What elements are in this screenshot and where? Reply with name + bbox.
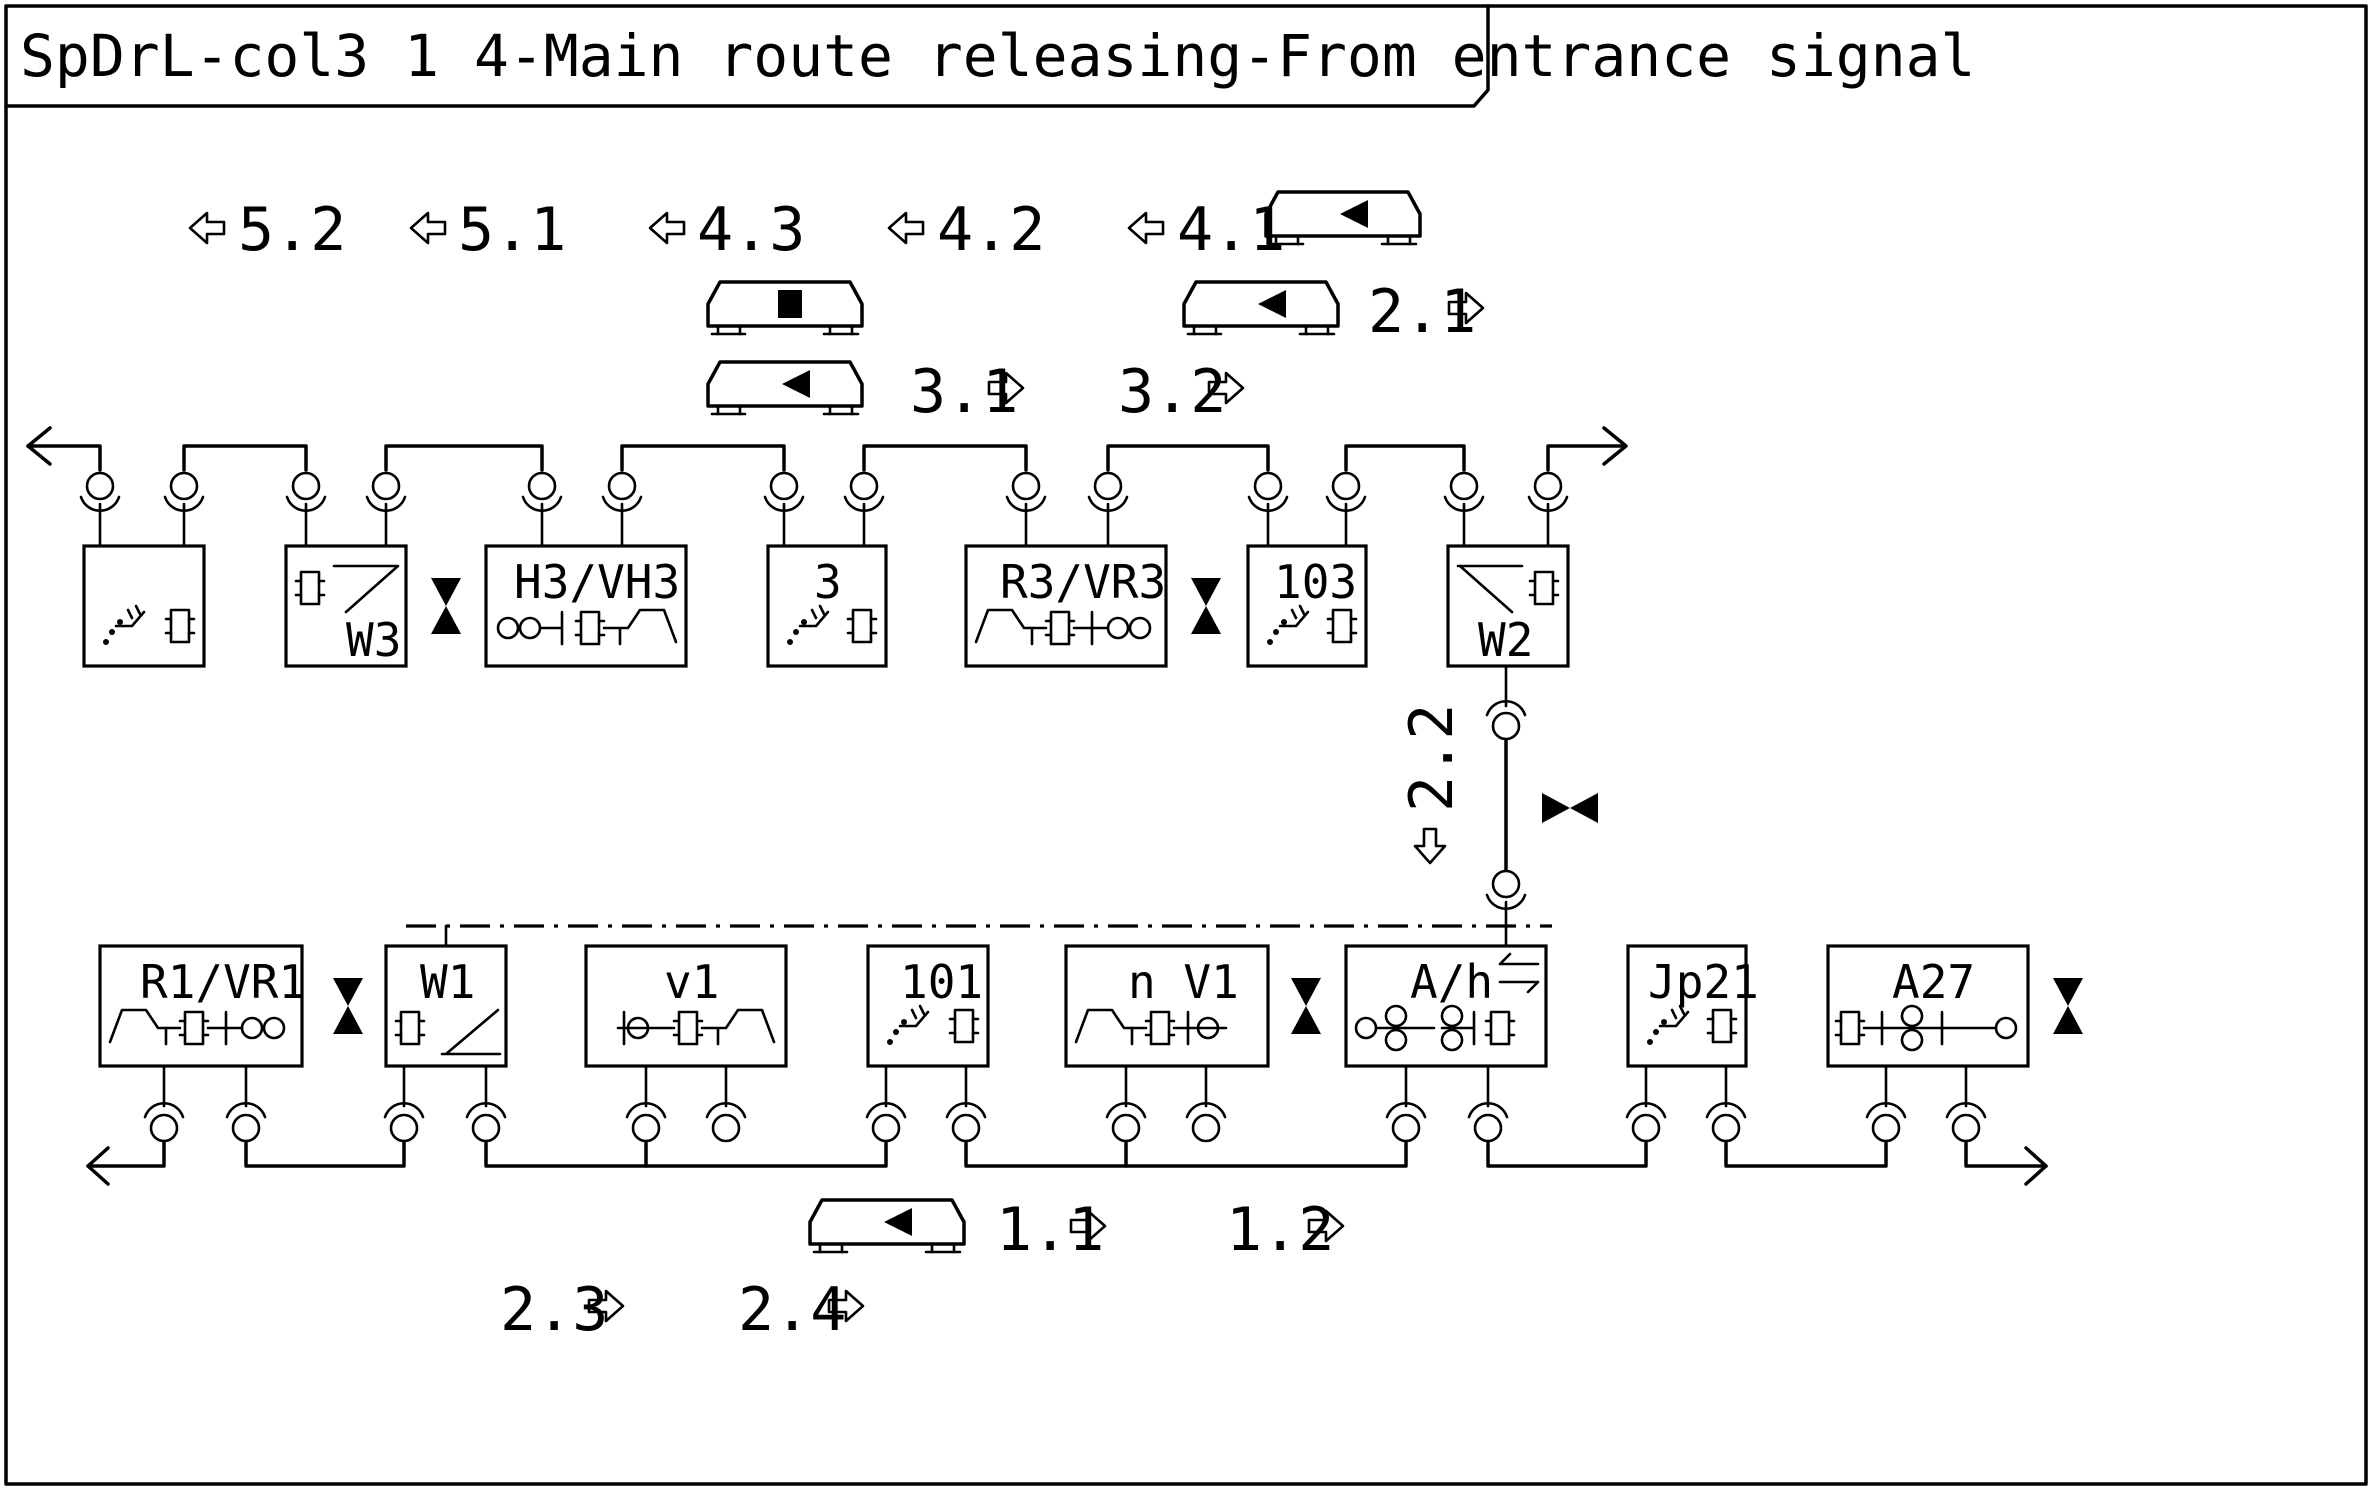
- diagram-title: SpDrL-col3 1 4-Main route releasing-From…: [20, 22, 1975, 90]
- element-box-n-v1[interactable]: n V1: [1064, 944, 1270, 1068]
- box-label: W3: [346, 613, 401, 667]
- box-label: A27: [1892, 955, 1975, 1009]
- exchange-arrows-icon: [1498, 952, 1540, 994]
- box-label: R1/VR1: [140, 955, 306, 1009]
- hollow-arrow-icon: [1413, 827, 1447, 865]
- route-label-3-1: 3.1: [910, 357, 1025, 427]
- box-label: R3/VR3: [1000, 555, 1166, 609]
- signal-icon: [616, 1008, 776, 1046]
- element-box-103[interactable]: 103: [1246, 544, 1368, 668]
- element-box-a27[interactable]: A27: [1826, 944, 2030, 1068]
- train-stopped-icon: [706, 280, 864, 336]
- signal-icon: [1834, 1004, 2018, 1052]
- hollow-arrow-icon: [648, 211, 686, 245]
- signal-icon: [108, 1008, 286, 1046]
- route-label-4-1: 4.1: [1127, 195, 1285, 265]
- route-label-3-2: 3.2: [1118, 357, 1245, 427]
- box-label: 3: [814, 555, 842, 609]
- title-block: [4, 4, 1490, 108]
- box-label: 101: [900, 955, 983, 1009]
- element-box-v1[interactable]: v1: [584, 944, 788, 1068]
- box-label: A/h: [1410, 955, 1493, 1009]
- svg-text:4.3: 4.3: [697, 195, 805, 265]
- train-icon: [808, 1198, 966, 1254]
- hollow-arrow-icon: [1127, 211, 1165, 245]
- point-icon: [440, 1008, 502, 1056]
- hollow-arrow-icon: [188, 211, 226, 245]
- hollow-arrow-icon: [409, 211, 447, 245]
- svg-text:3.1: 3.1: [910, 357, 1018, 427]
- route-label-2-4: 2.4: [738, 1275, 865, 1345]
- box-label: 103: [1274, 555, 1357, 609]
- route-label-2-2: 2.2: [1397, 704, 1467, 865]
- element-box-r1-vr1[interactable]: R1/VR1: [98, 944, 306, 1068]
- bowtie-isolation-icon: [1542, 793, 1598, 823]
- svg-text:5.2: 5.2: [238, 195, 346, 265]
- box-label: W1: [420, 955, 475, 1009]
- bowtie-isolation-icon: [1191, 578, 1221, 634]
- drawing-frame: [4, 4, 2368, 1486]
- route-label-2-1: 2.1: [1368, 277, 1485, 347]
- svg-text:1.1: 1.1: [996, 1195, 1104, 1265]
- point-icon: [1456, 564, 1524, 614]
- train-icon: [1264, 190, 1422, 246]
- box-label: Jp21: [1648, 955, 1759, 1009]
- route-label-4-3: 4.3: [648, 195, 805, 265]
- route-label-5-1: 5.1: [409, 195, 566, 265]
- element-box-jp21[interactable]: Jp21: [1626, 944, 1759, 1068]
- route-label-1-2: 1.2: [1226, 1195, 1345, 1265]
- box-label: W2: [1478, 613, 1533, 667]
- top-track: [26, 426, 1628, 548]
- element-box-r3-vr3[interactable]: R3/VR3: [964, 544, 1168, 668]
- element-box-a-h[interactable]: A/h: [1344, 944, 1548, 1068]
- bowtie-isolation-icon: [1291, 978, 1321, 1034]
- signal-icon: [1074, 1008, 1228, 1046]
- hollow-arrow-icon: [887, 211, 925, 245]
- vertical-link: [1485, 664, 1527, 948]
- bowtie-isolation-icon: [431, 578, 461, 634]
- element-box-h3-vh3[interactable]: H3/VH3: [484, 544, 688, 668]
- bowtie-isolation-icon: [2053, 978, 2083, 1034]
- train-icon: [1182, 280, 1340, 336]
- element-box-3[interactable]: 3: [766, 544, 888, 668]
- element-box-w3[interactable]: W3: [284, 544, 408, 668]
- route-label-2-3: 2.3: [500, 1275, 625, 1345]
- route-label-4-2: 4.2: [887, 195, 1045, 265]
- signal-icon: [1354, 1004, 1516, 1052]
- route-label-1-1: 1.1: [996, 1195, 1107, 1265]
- svg-text:1.2: 1.2: [1226, 1195, 1334, 1265]
- svg-text:4.2: 4.2: [937, 195, 1045, 265]
- point-icon: [332, 564, 400, 614]
- svg-text:2.3: 2.3: [500, 1275, 608, 1345]
- box-label: H3/VH3: [514, 555, 680, 609]
- element-box-switch-1[interactable]: [82, 544, 206, 668]
- element-box-w1[interactable]: W1: [384, 944, 508, 1068]
- element-box-w2[interactable]: W2: [1446, 544, 1570, 668]
- svg-text:2.1: 2.1: [1368, 277, 1476, 347]
- signal-icon: [974, 608, 1152, 646]
- svg-text:5.1: 5.1: [458, 195, 566, 265]
- bowtie-isolation-icon: [333, 978, 363, 1034]
- bottom-track: [86, 1064, 2048, 1186]
- train-icon: [706, 360, 864, 416]
- box-label: v1: [664, 955, 719, 1009]
- element-box-101[interactable]: 101: [866, 944, 990, 1068]
- route-label-5-2: 5.2: [188, 195, 346, 265]
- signal-icon: [496, 608, 678, 646]
- box-label: n V1: [1128, 955, 1239, 1009]
- svg-text:2.2: 2.2: [1397, 704, 1467, 812]
